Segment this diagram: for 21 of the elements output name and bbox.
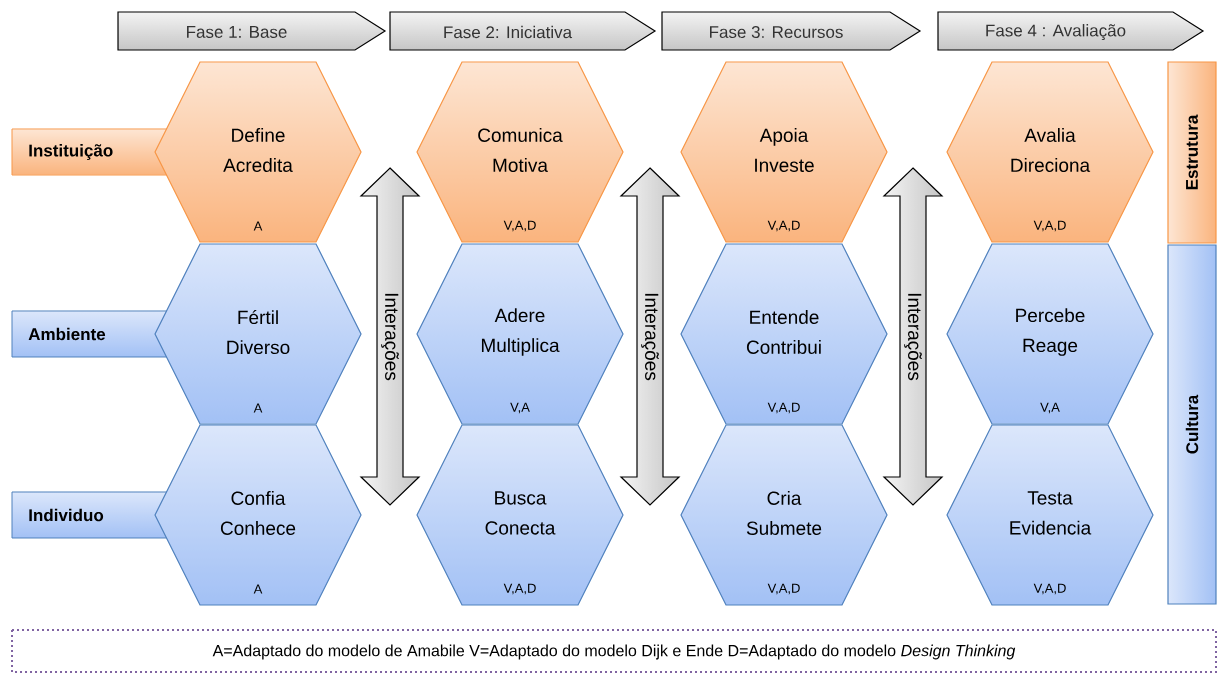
hexagon: Cria Submete V,A,D (680, 424, 888, 606)
hexagon: Confia Conhece A (154, 424, 362, 606)
hexagon: Busca Conecta V,A,D (416, 424, 624, 606)
phase-header: Fase 2: Iniciativa (389, 11, 657, 51)
hexagon: Comunica Motiva V,A,D (416, 61, 624, 243)
hexagon: Adere Multiplica V,A (416, 243, 624, 425)
hexagon: Avalia Direciona V,A,D (946, 61, 1154, 243)
row-label: Ambiente (11, 310, 176, 358)
hexagon: Fértil Diverso A (154, 243, 362, 425)
hexagon: Testa Evidencia V,A,D (946, 424, 1154, 606)
side-bar: Estrutura (1167, 61, 1217, 244)
phase-header: Fase 1: Base (117, 11, 387, 51)
hexagon: Entende Contribui V,A,D (680, 243, 888, 425)
footnote-box: A=Adaptado do modelo de Amabile V=Adaptado do modelo Dijk e Ende D=Adaptado do modelo Design Thinking (11, 629, 1217, 673)
hexagon: Percebe Reage V,A (946, 243, 1154, 425)
phase-header: Fase 3: Recursos (661, 11, 922, 51)
phase-header: Fase 4 : Avaliação (937, 11, 1205, 51)
row-label: Individuo (11, 491, 176, 539)
hexagon: Define Acredita A (154, 61, 362, 243)
row-label: Instituição (11, 128, 176, 176)
hexagon: Apoia Investe V,A,D (680, 61, 888, 243)
